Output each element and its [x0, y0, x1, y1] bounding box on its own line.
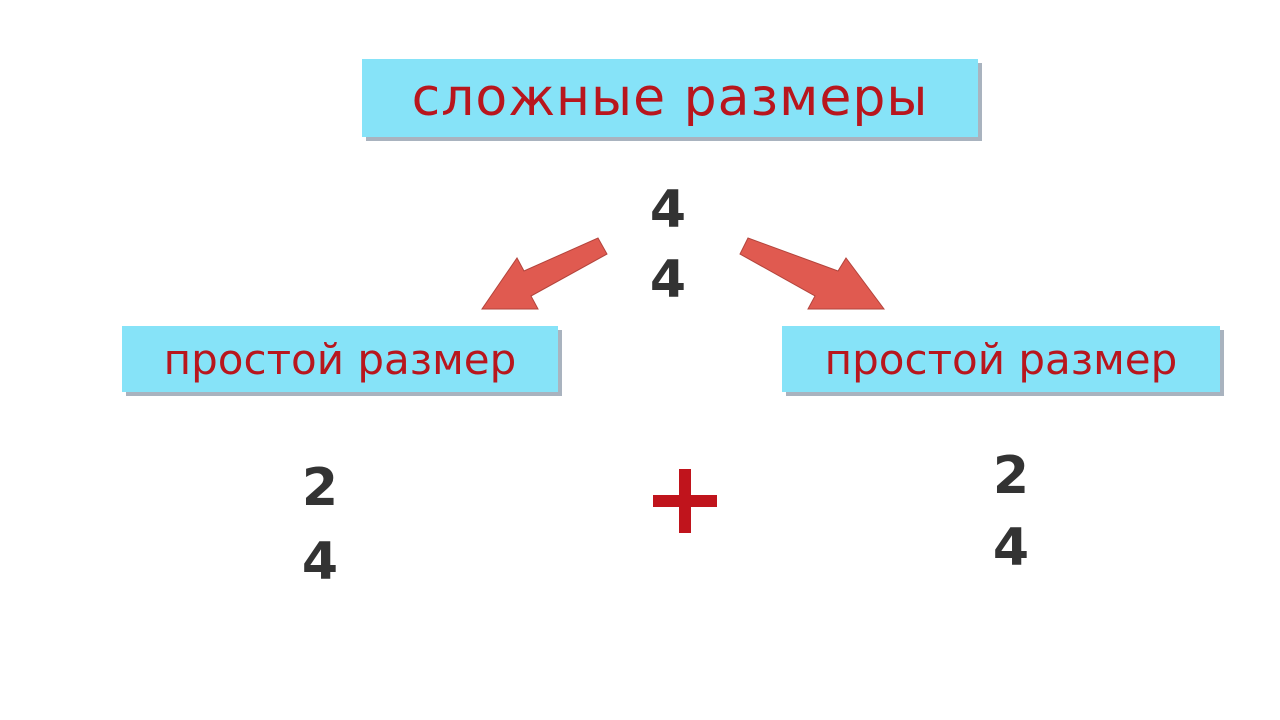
compound-bottom-digit: 4: [649, 250, 687, 310]
left-top-digit: 2: [301, 458, 339, 518]
left-bottom-digit: 4: [301, 532, 339, 592]
title-box: сложные размеры: [362, 59, 978, 137]
simple-meter-left-box: простой размер: [122, 326, 558, 392]
right-bottom-digit: 4: [992, 518, 1030, 578]
right-top-digit: 2: [992, 446, 1030, 506]
simple-meter-right-label: простой размер: [824, 334, 1178, 384]
simple-meter-left-label: простой размер: [163, 334, 517, 384]
title-label: сложные размеры: [411, 68, 929, 128]
arrow-right: [739, 237, 885, 310]
simple-meter-right-box: простой размер: [782, 326, 1220, 392]
compound-top-digit: 4: [649, 180, 687, 240]
plus-sign: +: [653, 469, 717, 533]
arrow-left: [481, 237, 608, 310]
